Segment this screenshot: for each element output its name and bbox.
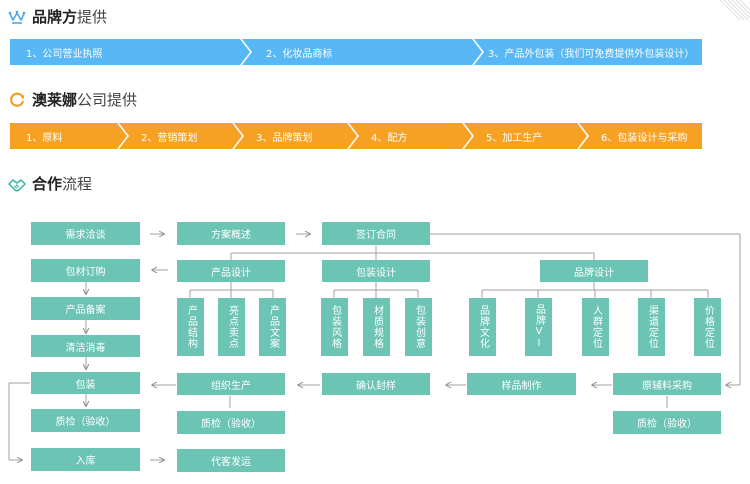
flow-sub-selling-points-label: 亮点卖点 <box>226 305 238 349</box>
flow-sub-product-structure: 产品结构 <box>177 298 204 356</box>
flow-step-packaging-order: 包材订购 <box>31 259 140 282</box>
flow-sub-package-creative-label: 包装创意 <box>413 305 425 349</box>
company-step-1-shape <box>10 123 127 149</box>
flow-sub-channel-positioning-label: 渠道定位 <box>646 305 658 349</box>
flow-sub-product-structure-label: 产品结构 <box>185 305 197 349</box>
flow-step-qc-middle: 质检（验收） <box>177 411 285 434</box>
process-title-bold: 合作 <box>32 175 63 193</box>
company-steps-bar <box>10 123 702 149</box>
flow-sub-package-style-label: 包装风格 <box>329 305 341 349</box>
flow-sub-brand-vi-label: 品牌VI <box>533 304 545 350</box>
flow-step-delivery: 代客发运 <box>177 449 285 472</box>
brand-step-2: 2、化妆品商标 <box>266 48 333 60</box>
company-step-6: 6、包装设计与采购 <box>601 132 688 144</box>
flow-step-product-filing: 产品备案 <box>31 297 140 320</box>
brand-step-1: 1、公司营业执照 <box>26 48 103 60</box>
flow-step-qc-right: 质检（验收） <box>613 411 721 434</box>
company-step-6-shape <box>579 123 702 149</box>
brand-steps-bar <box>10 39 702 65</box>
flow-sub-brand-culture-label: 品牌文化 <box>477 305 489 349</box>
corner-hatch-decoration <box>719 0 750 20</box>
flow-step-brand-design: 品牌设计 <box>540 260 648 282</box>
brand-step-1-shape <box>10 39 250 65</box>
section-title-process: 合作流程 <box>8 173 92 194</box>
flow-sub-product-copy-label: 产品文案 <box>267 305 279 349</box>
section-title-company: 澳莱娜公司提供 <box>8 89 137 110</box>
flow-sub-material-spec: 材质规格 <box>363 298 390 356</box>
refresh-cycle-icon <box>10 92 25 107</box>
flow-step-sample-making: 样品制作 <box>467 373 576 395</box>
company-step-5: 5、加工生产 <box>486 132 543 144</box>
company-step-3-shape <box>234 123 357 149</box>
flow-step-product-design: 产品设计 <box>177 260 285 282</box>
company-step-1: 1、原料 <box>26 132 63 144</box>
company-step-2: 2、营销策划 <box>141 132 198 144</box>
company-step-4-shape <box>349 123 472 149</box>
company-step-3: 3、品牌策划 <box>256 132 313 144</box>
flow-step-plan-overview: 方案概述 <box>177 222 285 245</box>
flow-sub-audience-positioning-label: 人群定位 <box>590 305 602 349</box>
brand-step-2-shape <box>242 39 482 65</box>
company-title-bold: 澳莱娜 <box>32 91 78 109</box>
brand-step-3: 3、产品外包装（我们可免费提供外包装设计） <box>488 48 695 60</box>
company-step-4: 4、配方 <box>371 132 408 144</box>
flow-step-package-design: 包装设计 <box>322 260 430 282</box>
brand-step-3-shape <box>474 39 702 65</box>
brand-title-light: 提供 <box>77 8 108 26</box>
process-title-light: 流程 <box>62 175 93 193</box>
flow-step-material-purchase: 原辅料采购 <box>613 373 721 395</box>
flow-step-cleaning: 清洁消毒 <box>31 335 140 357</box>
flow-sub-price-positioning: 价格定位 <box>694 298 721 356</box>
handshake-icon <box>8 178 26 191</box>
company-title-light: 公司提供 <box>77 91 138 109</box>
flow-sub-product-copy: 产品文案 <box>259 298 286 356</box>
crown-icon <box>8 10 26 24</box>
flow-sub-audience-positioning: 人群定位 <box>582 298 609 356</box>
company-step-5-shape <box>464 123 587 149</box>
flow-sub-selling-points: 亮点卖点 <box>218 298 245 356</box>
flow-step-qc-left: 质检（验收） <box>31 409 140 432</box>
brand-title-bold: 品牌方 <box>32 8 78 26</box>
flow-step-requirement: 需求洽谈 <box>31 222 140 245</box>
flow-step-warehousing: 入库 <box>31 448 140 471</box>
company-step-2-shape <box>119 123 242 149</box>
flow-sub-package-creative: 包装创意 <box>405 298 432 356</box>
section-title-brand: 品牌方提供 <box>8 6 107 27</box>
flow-step-organize-production: 组织生产 <box>177 373 285 395</box>
flow-sub-channel-positioning: 渠道定位 <box>638 298 665 356</box>
flow-sub-brand-culture: 品牌文化 <box>469 298 496 356</box>
flow-step-sign-contract: 签订合同 <box>322 222 430 245</box>
flow-sub-brand-vi: 品牌VI <box>525 298 552 356</box>
flow-step-packaging: 包装 <box>31 372 140 394</box>
flow-sub-material-spec-label: 材质规格 <box>371 305 383 349</box>
flow-sub-package-style: 包装风格 <box>321 298 348 356</box>
flow-step-confirm-sample: 确认封样 <box>322 373 430 395</box>
flow-sub-price-positioning-label: 价格定位 <box>702 305 714 349</box>
